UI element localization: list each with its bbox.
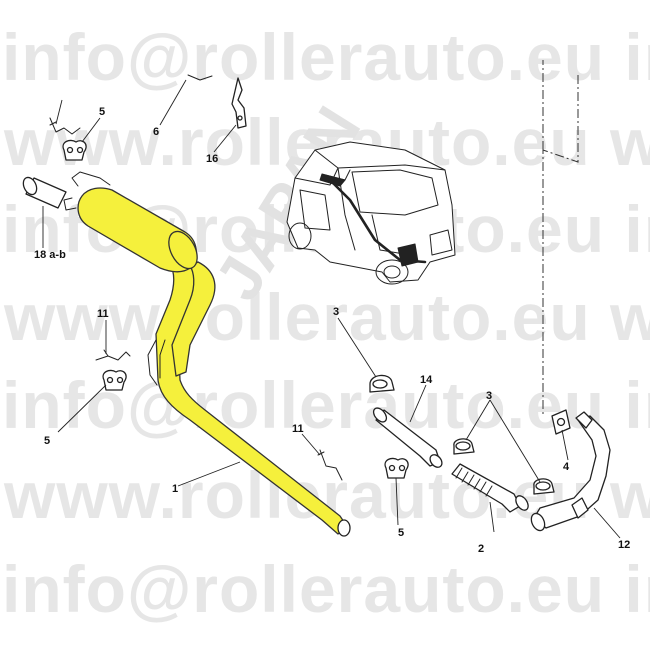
part-6-bracket xyxy=(187,74,213,81)
callout-5-top: 5 xyxy=(99,106,105,118)
callout-3-middle: 3 xyxy=(486,390,492,402)
part-12-down-pipe xyxy=(530,411,611,532)
part-3-clamp-lower xyxy=(533,478,555,495)
watermark-email-row-3: info@rollerauto.eu info@rollerauto.eu xyxy=(2,368,650,442)
muffler xyxy=(63,187,198,273)
callout-18-a-b: 18 a-b xyxy=(34,249,66,261)
watermark-web-row-2: www.rollerauto.eu www.rollerauto.eu xyxy=(3,280,650,354)
muffler-hanger xyxy=(71,171,111,187)
watermark-email-row-1: info@rollerauto.eu info@rollerauto.eu xyxy=(2,20,650,94)
part-4-gasket xyxy=(551,409,571,435)
callout-12: 12 xyxy=(618,539,630,551)
callout-4: 4 xyxy=(563,461,570,473)
part-18-tailpipe-tip xyxy=(22,176,67,209)
part-14-intermediate-pipe xyxy=(372,407,443,468)
part-3-clamp-upper xyxy=(369,374,395,393)
callout-5-center: 5 xyxy=(398,527,404,539)
part-2-flex-pipe xyxy=(451,463,529,513)
callout-14: 14 xyxy=(420,374,433,386)
part-3-clamp-middle xyxy=(453,438,475,455)
part-11-hanger-top xyxy=(49,117,81,135)
callout-labels: 1 2 3 3 4 5 5 5 6 11 11 12 14 16 18 a-b xyxy=(34,106,630,555)
car-thumbnail xyxy=(286,141,456,285)
callout-11-center: 11 xyxy=(292,423,304,435)
pipe-outlet xyxy=(337,519,351,537)
part-5-rubber-mount-top xyxy=(62,139,87,161)
part-5-rubber-mount-center xyxy=(384,457,409,479)
callout-2: 2 xyxy=(478,543,484,555)
group-boundary-line xyxy=(542,60,579,415)
callout-6: 6 xyxy=(153,126,159,138)
leader-lines xyxy=(42,79,621,539)
part-16-bracket xyxy=(231,77,247,129)
callout-1: 1 xyxy=(172,483,178,495)
watermark-email-row-4: info@rollerauto.eu info@rollerauto.eu xyxy=(2,552,650,626)
callout-16: 16 xyxy=(206,153,218,165)
callout-5-left: 5 xyxy=(44,435,50,447)
part-5-rubber-mount-left xyxy=(102,369,127,391)
part-1-front-pipe xyxy=(147,257,351,537)
callout-3-upper: 3 xyxy=(333,306,339,318)
front-pipe-second-branch xyxy=(171,261,216,377)
callout-11-left: 11 xyxy=(97,308,109,320)
